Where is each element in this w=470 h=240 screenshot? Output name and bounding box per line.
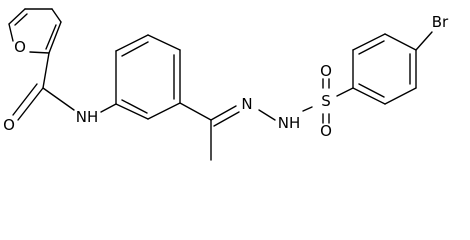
bond	[210, 105, 237, 121]
bond-double-inner	[14, 13, 28, 26]
chemical-structure: O O NH N NH S O O Br	[3, 8, 449, 161]
amide-nh-label: NH	[76, 108, 99, 126]
sulfonyl-oxygen-lower-label: O	[320, 122, 332, 140]
bond	[115, 34, 149, 52]
bond	[8, 23, 14, 42]
bond	[42, 52, 50, 89]
bond-double	[12, 83, 38, 116]
bond-double-inner	[45, 24, 57, 50]
bond	[384, 87, 417, 105]
bond	[48, 21, 62, 54]
bond	[384, 33, 417, 51]
bond	[115, 103, 149, 120]
bond	[302, 106, 313, 112]
bond-double	[213, 111, 240, 127]
bond	[147, 102, 181, 120]
bond	[100, 103, 117, 113]
bond	[336, 87, 354, 97]
sulfur-label: S	[321, 92, 331, 110]
bromobenzene-ring	[352, 33, 417, 105]
bond-double-inner	[121, 99, 148, 114]
bond	[51, 8, 62, 23]
bond	[17, 87, 44, 121]
bond-double-inner	[121, 41, 149, 57]
sulfonyl-oxygen-upper-label: O	[320, 62, 332, 80]
bond	[147, 34, 181, 51]
carbonyl-oxygen-label: O	[3, 116, 15, 134]
furan-ring	[8, 8, 62, 54]
hydrazone-n-label: N	[241, 95, 252, 113]
bond-double-inner	[358, 40, 385, 55]
bond	[29, 51, 50, 54]
bond	[8, 8, 26, 25]
bond	[352, 87, 386, 105]
bromine-label: Br	[432, 13, 449, 31]
sulfonamide-nh-label: NH	[278, 114, 301, 132]
central-benzene-ring	[115, 34, 181, 120]
bond	[352, 33, 386, 51]
bond	[258, 109, 276, 121]
bond-double-inner	[358, 83, 385, 98]
bond	[179, 102, 212, 121]
bond	[415, 31, 433, 51]
bond	[42, 87, 75, 111]
furan-oxygen-label: O	[14, 38, 26, 56]
